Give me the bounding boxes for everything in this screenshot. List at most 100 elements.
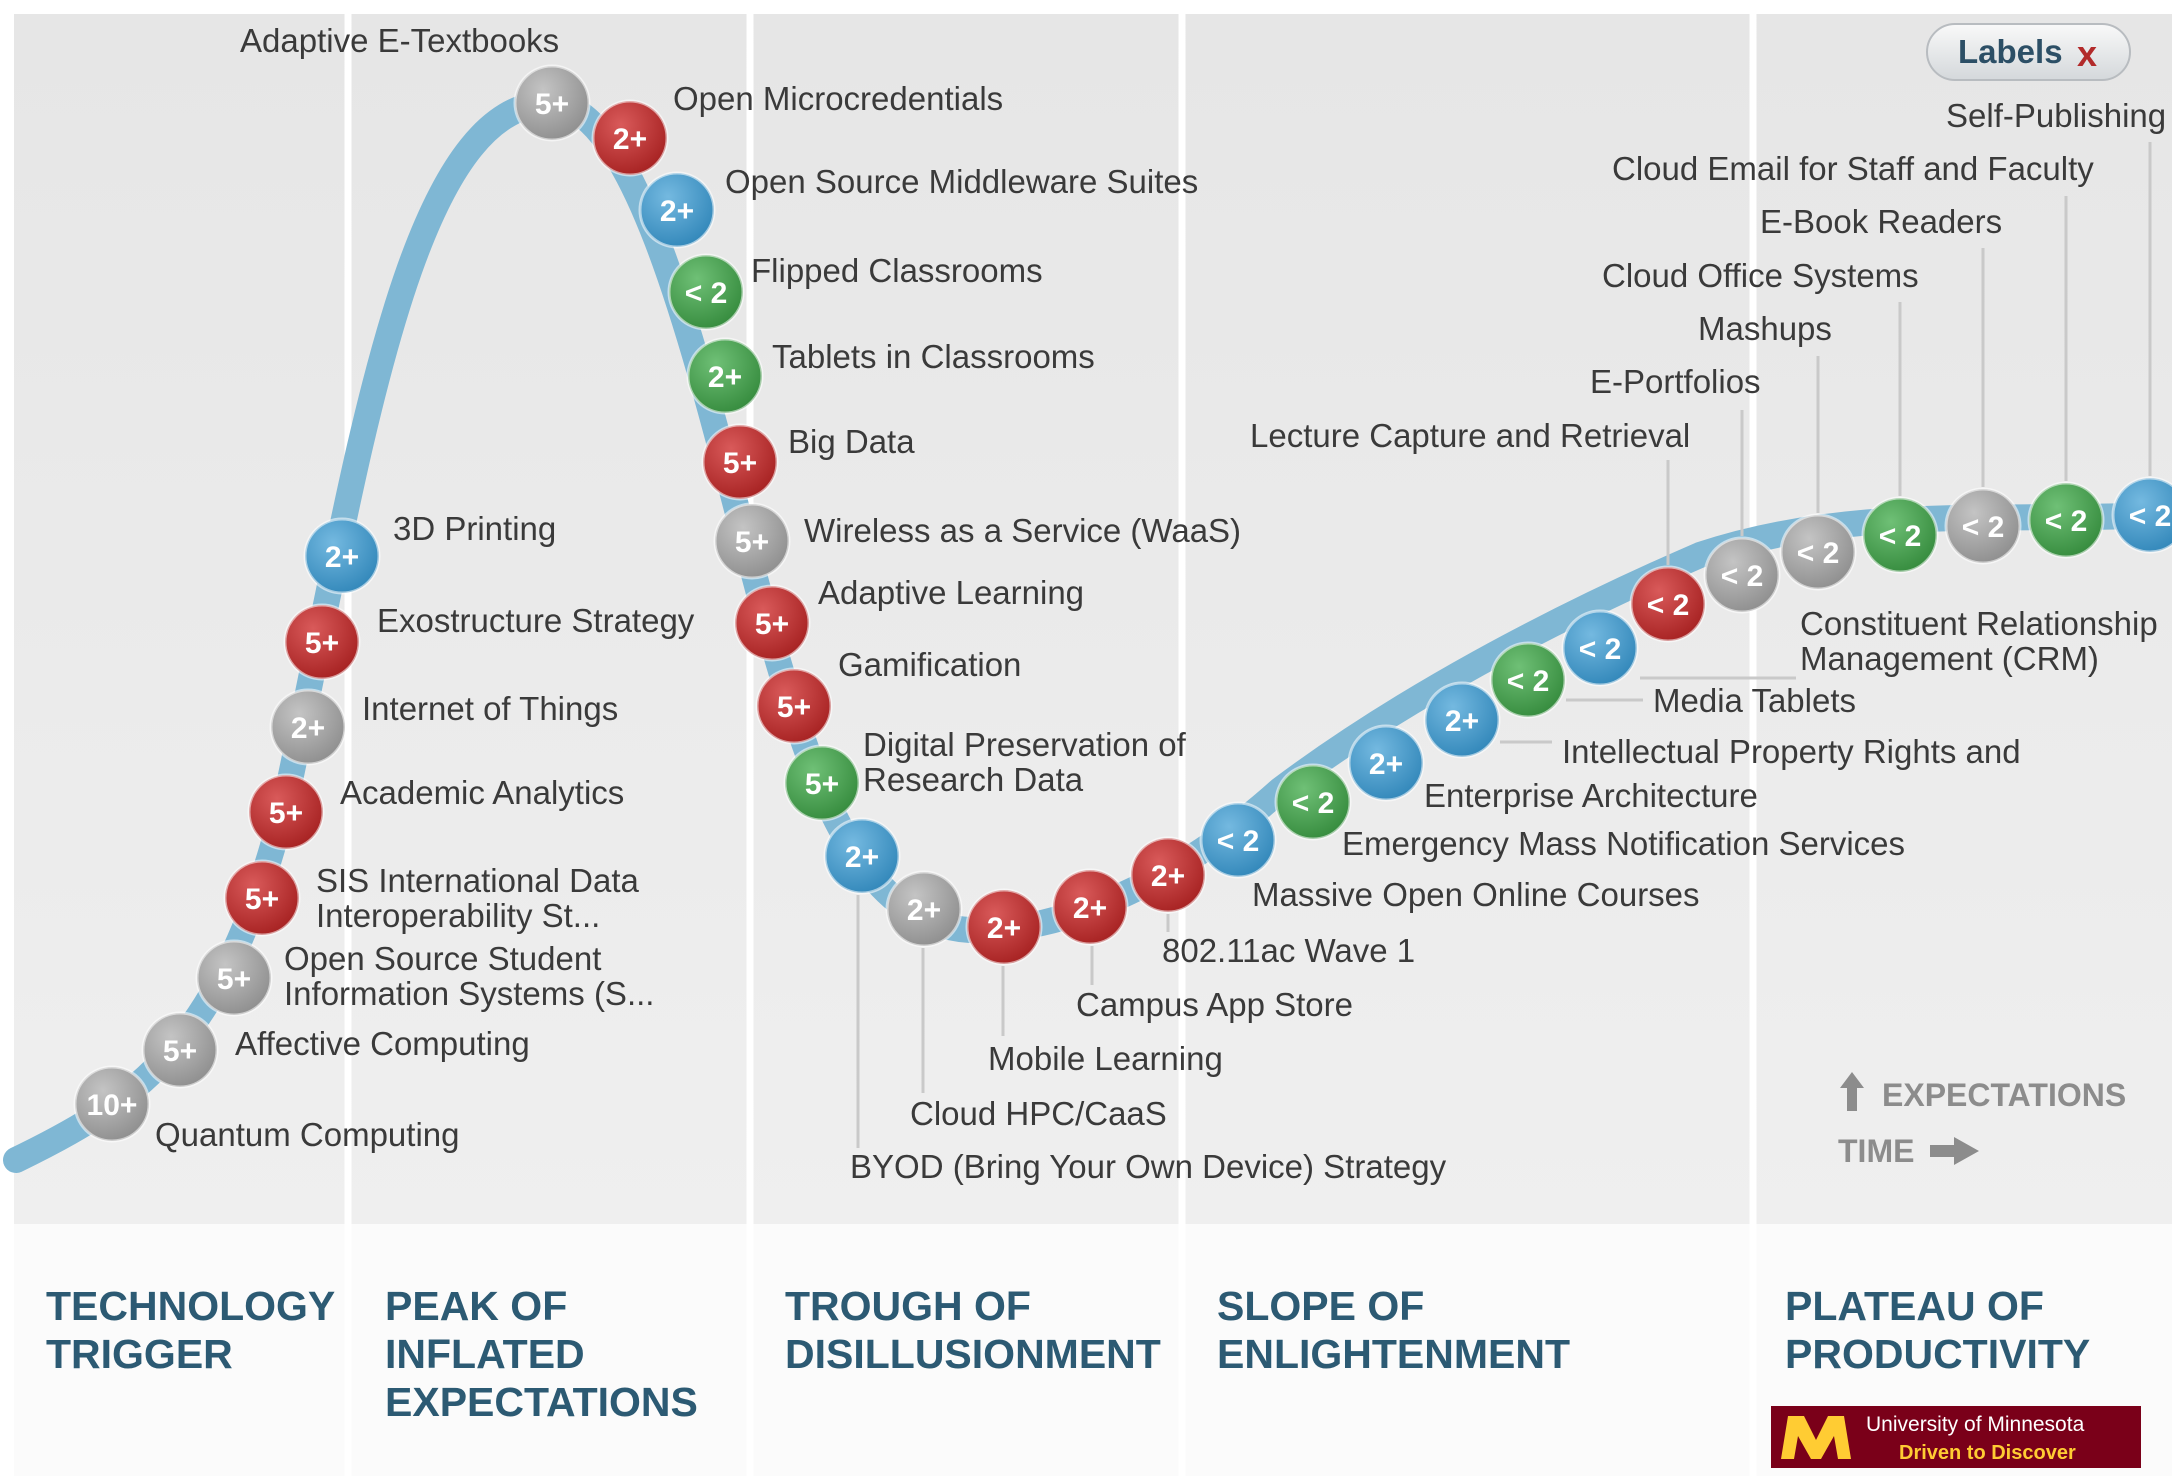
badge-e-book-readers[interactable]: < 2 <box>1944 487 2022 565</box>
label-mobile-learning[interactable]: Mobile Learning <box>988 1040 1223 1077</box>
label-massive-open-online-courses[interactable]: Massive Open Online Courses <box>1252 876 1700 913</box>
logo-m-mark <box>1781 1416 1851 1459</box>
label-gamification[interactable]: Gamification <box>838 646 1021 683</box>
label-big-data[interactable]: Big Data <box>788 423 915 460</box>
badge-mashups[interactable]: < 2 <box>1779 513 1857 591</box>
badge-circle <box>713 502 791 580</box>
badge-value: 5+ <box>805 768 839 801</box>
technology-badges: 10+5+5+5+5+2+5+2+5+2+2+< 22+5+5+5+5+5+2+… <box>73 64 2172 1143</box>
label-open-source-middleware-suites[interactable]: Open Source Middleware Suites <box>725 163 1198 200</box>
badge-open-source-student-information-systems-s[interactable]: 5+ <box>195 939 273 1017</box>
badge-cloud-office-systems[interactable]: < 2 <box>1861 496 1939 574</box>
badge-circle <box>223 859 301 937</box>
badge-gamification[interactable]: 5+ <box>755 667 833 745</box>
badge-campus-app-store[interactable]: 2+ <box>1051 868 1129 946</box>
badge-adaptive-e-textbooks[interactable]: 5+ <box>513 64 591 142</box>
badge-mobile-learning[interactable]: 2+ <box>965 888 1043 966</box>
badge-value: 10+ <box>87 1089 138 1122</box>
phase-peak: PEAK OF INFLATED EXPECTATIONS <box>385 1283 698 1425</box>
badge-cloud-email-for-staff-and-faculty[interactable]: < 2 <box>2027 481 2105 559</box>
label-tablets-in-classrooms[interactable]: Tablets in Classrooms <box>772 338 1095 375</box>
badge-enterprise-architecture[interactable]: 2+ <box>1347 724 1425 802</box>
label-quantum-computing[interactable]: Quantum Computing <box>155 1116 460 1153</box>
badge-digital-preservation-of-research-data[interactable]: 5+ <box>783 744 861 822</box>
badge-wireless-as-a-service-waas[interactable]: 5+ <box>713 502 791 580</box>
badge-academic-analytics[interactable]: 5+ <box>247 773 325 851</box>
label-e-portfolios[interactable]: E-Portfolios <box>1590 363 1761 400</box>
badge-constituent-relationship-management-crm[interactable]: < 2 <box>1561 609 1639 687</box>
badge-lecture-capture-and-retrieval[interactable]: < 2 <box>1629 565 1707 643</box>
badge-value: < 2 <box>1217 825 1260 858</box>
badge-emergency-mass-notification-services[interactable]: < 2 <box>1274 763 1352 841</box>
badge-circle <box>1489 641 1567 719</box>
badge-open-source-middleware-suites[interactable]: 2+ <box>638 171 716 249</box>
label-flipped-classrooms[interactable]: Flipped Classrooms <box>751 252 1043 289</box>
badge-open-microcredentials[interactable]: 2+ <box>591 99 669 177</box>
label-media-tablets[interactable]: Media Tablets <box>1653 682 1856 719</box>
badge-circle <box>1861 496 1939 574</box>
badge-circle <box>269 688 347 766</box>
label-mashups[interactable]: Mashups <box>1698 310 1832 347</box>
badge-self-publishing[interactable]: < 2 <box>2111 476 2172 554</box>
badge-802-11ac-wave-1[interactable]: 2+ <box>1129 836 1207 914</box>
badge-value: 5+ <box>163 1035 197 1068</box>
label-3d-printing[interactable]: 3D Printing <box>393 510 556 547</box>
label-cloud-hpc-caas[interactable]: Cloud HPC/CaaS <box>910 1095 1167 1132</box>
badge-cloud-hpc-caas[interactable]: 2+ <box>885 870 963 948</box>
label-exostructure-strategy[interactable]: Exostructure Strategy <box>377 602 695 639</box>
badge-internet-of-things[interactable]: 2+ <box>269 688 347 766</box>
badge-sis-international-data-interoperability-st[interactable]: 5+ <box>223 859 301 937</box>
label-internet-of-things[interactable]: Internet of Things <box>362 690 618 727</box>
badge-affective-computing[interactable]: 5+ <box>141 1011 219 1089</box>
badge-value: 5+ <box>777 691 811 724</box>
badge-value: < 2 <box>1507 665 1550 698</box>
badge-big-data[interactable]: 5+ <box>701 423 779 501</box>
badge-value: < 2 <box>1647 589 1690 622</box>
label-self-publishing[interactable]: Self-Publishing <box>1946 97 2166 134</box>
badge-circle <box>1561 609 1639 687</box>
badge-3d-printing[interactable]: 2+ <box>303 517 381 595</box>
label-byod-bring-your-own-device-strategy[interactable]: BYOD (Bring Your Own Device) Strategy <box>850 1148 1447 1185</box>
badge-value: 2+ <box>325 541 359 574</box>
label-802-11ac-wave-1[interactable]: 802.11ac Wave 1 <box>1162 932 1415 969</box>
label-emergency-mass-notification-services[interactable]: Emergency Mass Notification Services <box>1342 825 1905 862</box>
label-cloud-email-for-staff-and-faculty[interactable]: Cloud Email for Staff and Faculty <box>1612 150 2094 187</box>
close-icon[interactable]: x <box>2077 33 2097 74</box>
label-lecture-capture-and-retrieval[interactable]: Lecture Capture and Retrieval <box>1250 417 1690 454</box>
phase-slope: SLOPE OF ENLIGHTENMENT <box>1217 1283 1570 1377</box>
badge-circle <box>2111 476 2172 554</box>
label-adaptive-e-textbooks[interactable]: Adaptive E-Textbooks <box>240 22 559 59</box>
label-adaptive-learning[interactable]: Adaptive Learning <box>818 574 1084 611</box>
badge-flipped-classrooms[interactable]: < 2 <box>667 253 745 331</box>
badge-media-tablets[interactable]: < 2 <box>1489 641 1567 719</box>
label-campus-app-store[interactable]: Campus App Store <box>1076 986 1353 1023</box>
badge-circle <box>283 603 361 681</box>
badge-adaptive-learning[interactable]: 5+ <box>733 584 811 662</box>
badge-quantum-computing[interactable]: 10+ <box>73 1065 151 1143</box>
badge-byod-bring-your-own-device-strategy[interactable]: 2+ <box>823 817 901 895</box>
label-academic-analytics[interactable]: Academic Analytics <box>340 774 624 811</box>
label-open-microcredentials[interactable]: Open Microcredentials <box>673 80 1003 117</box>
badge-e-portfolios[interactable]: < 2 <box>1703 536 1781 614</box>
badge-intellectual-property-rights-and[interactable]: 2+ <box>1423 681 1501 759</box>
logo-tagline: Driven to Discover <box>1899 1442 2076 1464</box>
badge-tablets-in-classrooms[interactable]: 2+ <box>686 337 764 415</box>
badge-massive-open-online-courses[interactable]: < 2 <box>1199 801 1277 879</box>
label-intellectual-property-rights-and[interactable]: Intellectual Property Rights and <box>1562 733 2021 770</box>
label-affective-computing[interactable]: Affective Computing <box>235 1025 530 1062</box>
labels-toggle-button[interactable]: Labels x <box>1926 23 2131 81</box>
badge-value: < 2 <box>1579 633 1622 666</box>
badge-value: 2+ <box>1369 748 1403 781</box>
label-wireless-as-a-service-waas[interactable]: Wireless as a Service (WaaS) <box>804 512 1241 549</box>
badge-exostructure-strategy[interactable]: 5+ <box>283 603 361 681</box>
label-enterprise-architecture[interactable]: Enterprise Architecture <box>1424 777 1758 814</box>
badge-circle <box>1944 487 2022 565</box>
label-e-book-readers[interactable]: E-Book Readers <box>1760 203 2002 240</box>
badge-value: 2+ <box>1445 705 1479 738</box>
label-cloud-office-systems[interactable]: Cloud Office Systems <box>1602 257 1919 294</box>
